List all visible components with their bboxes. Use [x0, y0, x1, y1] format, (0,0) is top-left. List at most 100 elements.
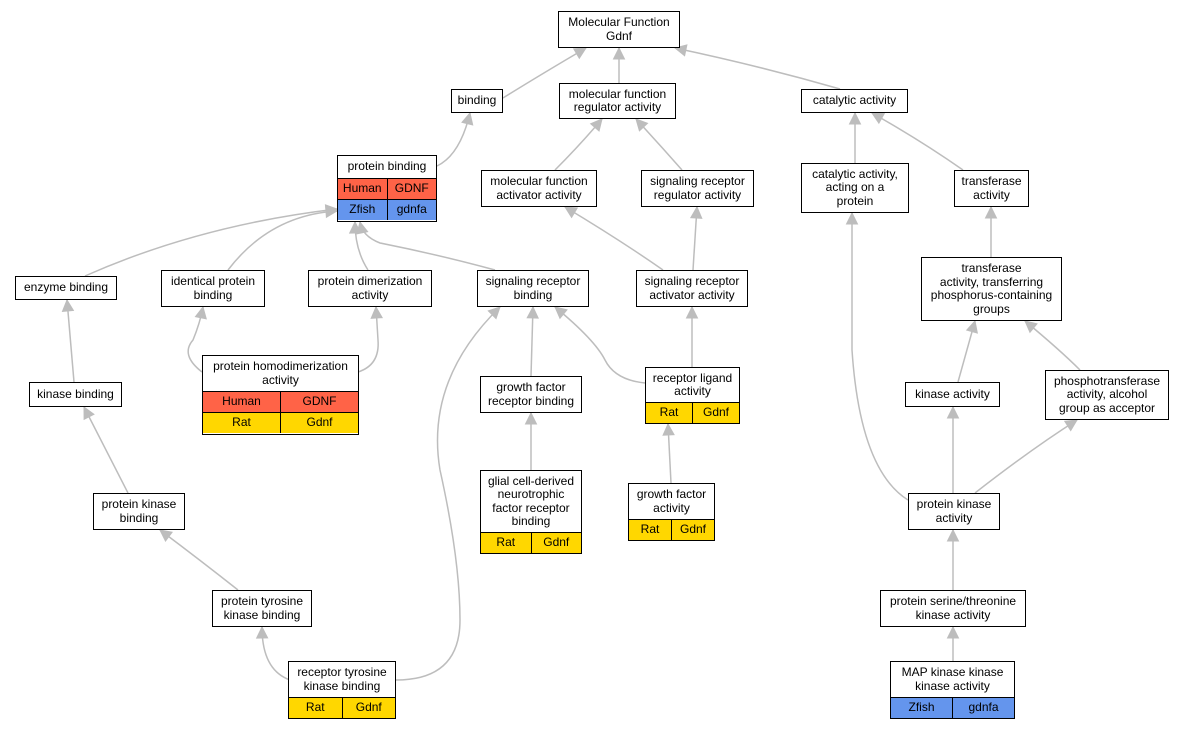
gene-label: Gdnf	[341, 698, 396, 718]
arrowhead-sig-activator-to-sig-regulator	[689, 205, 703, 219]
node-label: protein serine/threonine kinase activity	[889, 594, 1017, 622]
arrowhead-mapkk-to-pst-kinase	[946, 625, 960, 639]
node-growth-factor-receptor-binding[interactable]: growth factor receptor binding	[480, 376, 582, 413]
node-map-kinase-kinase-kinase-activity[interactable]: MAP kinase kinase kinase activity Zfish …	[890, 661, 1015, 719]
species-label: Rat	[232, 415, 251, 430]
edge-sig-binding-to-protein-binding	[359, 221, 496, 271]
node-receptor-tyrosine-kinase-binding[interactable]: receptor tyrosine kinase binding Rat Gdn…	[288, 661, 396, 719]
node-protein-kinase-activity[interactable]: protein kinase activity	[908, 493, 1000, 530]
node-label: protein binding	[347, 159, 427, 174]
arrowhead-pst-kinase-to-pk-activity	[946, 528, 960, 542]
node-label: catalytic activity, acting on a protein	[812, 166, 898, 208]
arrowhead-pk-binding-to-kinase-binding	[83, 406, 95, 421]
species-row-rat: Rat Gdnf	[629, 519, 714, 540]
arrowhead-homodimerization-to-dimerization	[370, 305, 383, 319]
node-label: protein kinase binding	[101, 497, 177, 525]
arrowhead-receptor-ligand-to-sig-activator	[685, 305, 699, 319]
node-catalytic-activity-acting-on-a-protein[interactable]: catalytic activity, acting on a protein	[801, 163, 909, 213]
gene-label: gdnfa	[952, 698, 1014, 718]
species-label: Rat	[640, 522, 660, 537]
edge-receptor-ligand-to-sig-binding	[554, 306, 646, 384]
species-label: Rat	[305, 700, 325, 715]
node-transferase-activity[interactable]: transferase activity	[954, 170, 1029, 207]
node-identical-protein-binding[interactable]: identical protein binding	[161, 270, 265, 307]
node-signaling-receptor-binding[interactable]: signaling receptor binding	[477, 270, 589, 307]
arrowhead-gf-receptor-binding-to-sig-binding	[526, 305, 539, 319]
arrowhead-gdnf-receptor-binding-to-gf-receptor-binding	[524, 411, 538, 425]
node-signaling-receptor-activator-activity[interactable]: signaling receptor activator activity	[636, 270, 748, 307]
node-label: MAP kinase kinase kinase activity	[901, 665, 1004, 693]
node-transferase-activity-transferring-phosphorus-containing-groups[interactable]: transferase activity, transferring phosp…	[921, 257, 1062, 321]
node-kinase-activity[interactable]: kinase activity	[905, 382, 1000, 407]
arrowhead-ptk-binding-to-pk-binding	[159, 529, 173, 542]
gene-label: GDNF	[280, 392, 358, 412]
arrowhead-kinase-activity-to-transferase-phos	[965, 319, 978, 334]
edge-sig-activator-to-mf-activator	[564, 206, 664, 271]
edge-pk-activity-to-cat-protein	[851, 213, 909, 501]
gene-label: Gdnf	[671, 520, 714, 540]
arrowhead-binding-to-root	[572, 47, 587, 60]
edge-rtk-binding-to-sig-binding	[395, 306, 501, 681]
node-label: growth factor receptor binding	[487, 380, 575, 408]
species-label: Rat	[496, 535, 516, 550]
node-protein-dimerization-activity[interactable]: protein dimerization activity	[308, 270, 432, 307]
node-label: receptor tyrosine kinase binding	[297, 665, 387, 693]
node-label: binding	[457, 93, 497, 108]
edge-enzyme-binding-to-protein-binding	[84, 208, 338, 277]
node-label: Molecular Function Gdnf	[568, 15, 670, 43]
node-receptor-ligand-activity[interactable]: receptor ligand activity Rat Gdnf	[645, 367, 740, 424]
gene-label: Gdnf	[280, 413, 358, 433]
arrowhead-homodimerization-to-identical-binding	[194, 305, 207, 320]
node-protein-tyrosine-kinase-binding[interactable]: protein tyrosine kinase binding	[212, 590, 312, 627]
edge-ptk-binding-to-pk-binding	[159, 529, 239, 591]
node-kinase-binding[interactable]: kinase binding	[29, 382, 122, 407]
arrowhead-identical-binding-to-protein-binding	[325, 205, 339, 219]
arrowhead-pk-activity-to-phosphotransferase	[1063, 419, 1078, 432]
node-catalytic-activity[interactable]: catalytic activity	[801, 89, 908, 113]
arrowhead-pk-activity-to-kinase-activity	[946, 405, 960, 419]
edge-catalytic-to-root	[674, 47, 841, 90]
species-row-rat: Rat Gdnf	[646, 402, 739, 423]
arrowhead-cat-protein-to-catalytic	[848, 111, 862, 125]
node-protein-binding[interactable]: protein binding Human GDNF Zfish gdnfa	[337, 155, 437, 222]
node-glial-cell-derived-neurotrophic-factor-receptor-binding[interactable]: glial cell-derived neurotrophic factor r…	[480, 470, 582, 554]
node-growth-factor-activity[interactable]: growth factor activity Rat Gdnf	[628, 483, 715, 541]
node-enzyme-binding[interactable]: enzyme binding	[15, 276, 117, 300]
node-protein-homodimerization-activity[interactable]: protein homodimerization activity Human …	[202, 355, 359, 435]
node-label: receptor ligand activity	[652, 370, 733, 398]
gene-label: Gdnf	[692, 403, 739, 423]
node-molecular-function-gdnf[interactable]: Molecular Function Gdnf	[558, 11, 680, 48]
edge-pk-binding-to-kinase-binding	[83, 406, 129, 494]
node-protein-kinase-binding[interactable]: protein kinase binding	[93, 493, 185, 530]
arrowhead-receptor-ligand-to-sig-binding	[554, 306, 568, 320]
species-row-human: Human GDNF	[203, 391, 358, 412]
arrowhead-mf-activator-to-mf-regulator	[589, 118, 603, 132]
node-label: signaling receptor regulator activity	[650, 174, 745, 202]
node-binding[interactable]: binding	[451, 89, 503, 113]
arrowhead-mf-regulator-to-root	[612, 46, 626, 60]
gene-label: gdnfa	[386, 200, 437, 220]
species-row-rat: Rat Gdnf	[289, 697, 395, 718]
species-row-zfish: Zfish gdnfa	[891, 697, 1014, 718]
gene-label: Gdnf	[530, 533, 582, 553]
species-label: Human	[222, 394, 261, 409]
node-signaling-receptor-regulator-activity[interactable]: signaling receptor regulator activity	[641, 170, 754, 207]
node-label: glial cell-derived neurotrophic factor r…	[487, 473, 575, 528]
edge-gf-receptor-binding-to-sig-binding	[530, 306, 534, 377]
edge-transferase-to-catalytic	[871, 112, 964, 171]
node-label: molecular function regulator activity	[568, 86, 667, 114]
node-label: protein tyrosine kinase binding	[220, 594, 304, 622]
node-phosphotransferase-activity-alcohol-group-as-acceptor[interactable]: phosphotransferase activity, alcohol gro…	[1045, 370, 1169, 420]
node-label: growth factor activity	[636, 487, 707, 515]
node-molecular-function-regulator-activity[interactable]: molecular function regulator activity	[559, 83, 676, 119]
edge-identical-binding-to-protein-binding	[227, 210, 338, 271]
species-row-human: Human GDNF	[338, 178, 436, 199]
arrowhead-phosphotransferase-to-transferase-phos	[1024, 320, 1038, 334]
node-protein-serine-threonine-kinase-activity[interactable]: protein serine/threonine kinase activity	[880, 590, 1026, 627]
node-molecular-function-activator-activity[interactable]: molecular function activator activity	[481, 170, 597, 207]
node-label: transferase activity	[961, 174, 1022, 202]
arrowhead-sig-binding-to-protein-binding	[356, 220, 369, 235]
node-label: protein homodimerization activity	[213, 359, 348, 387]
node-label: protein kinase activity	[916, 497, 992, 525]
